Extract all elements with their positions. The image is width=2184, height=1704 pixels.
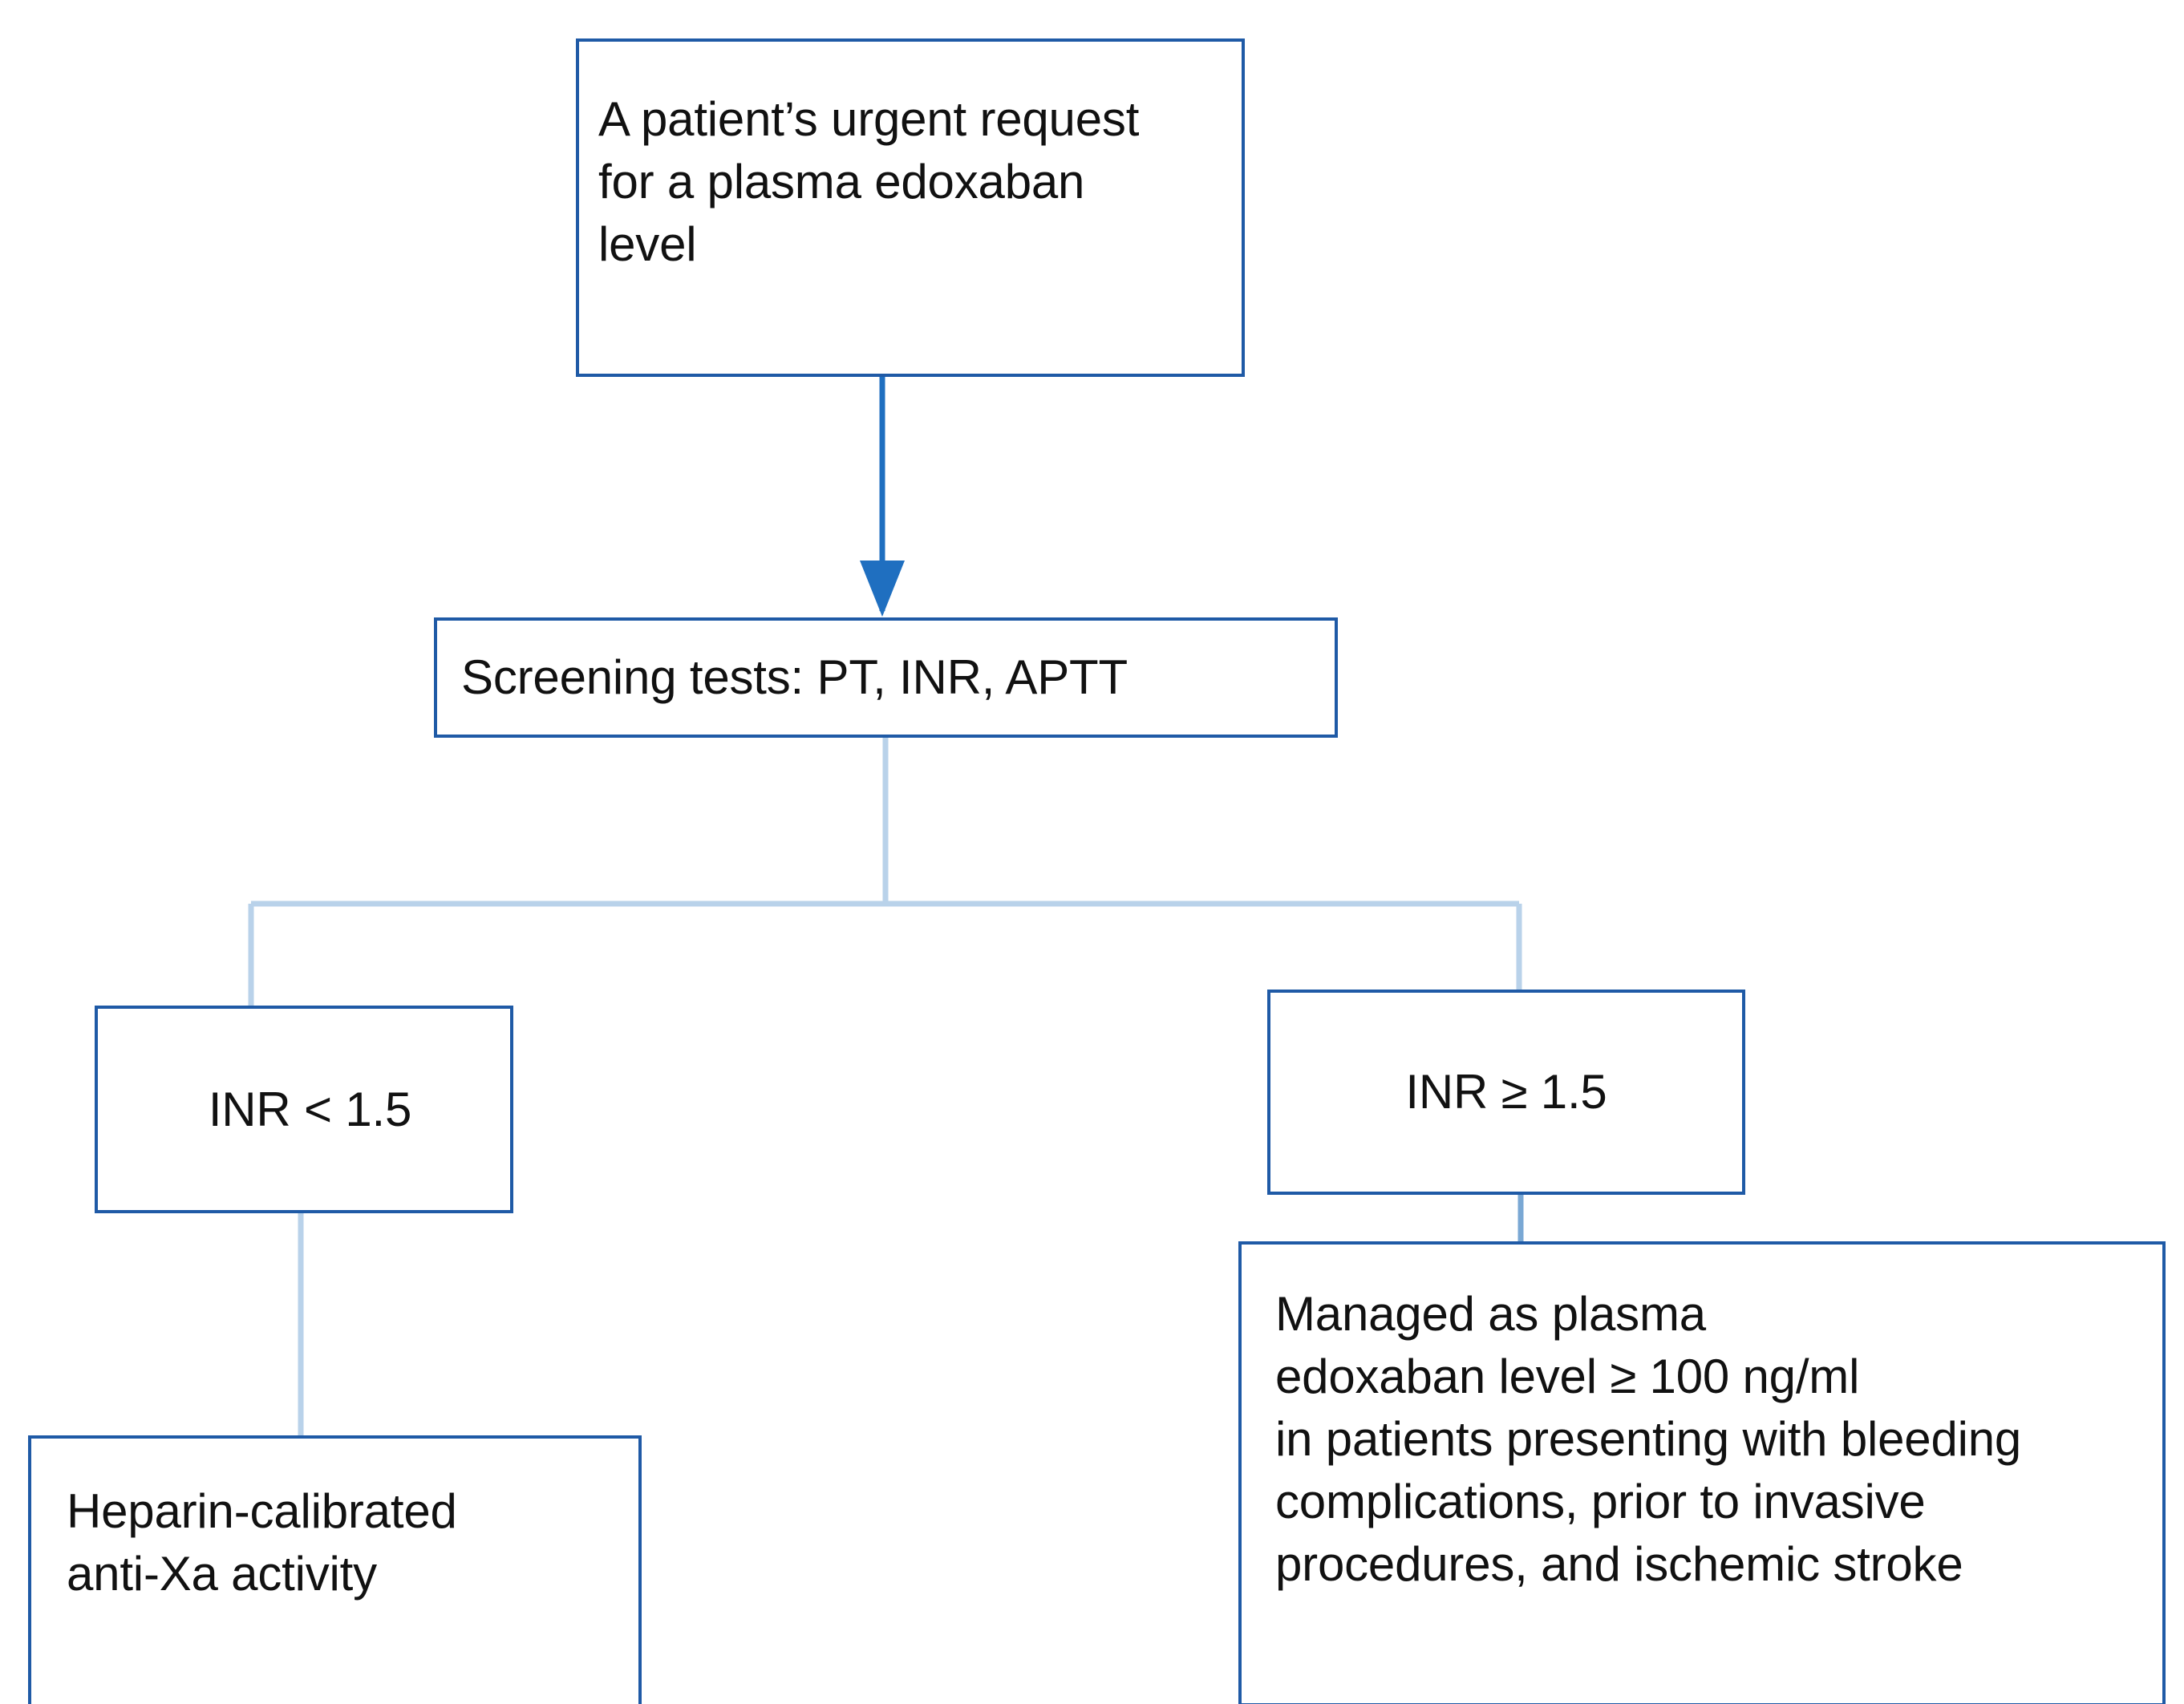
- patient-request-text: A patient’s urgent request for a plasma …: [598, 92, 1140, 271]
- inr-high-box: INR ≥ 1.5: [1267, 990, 1745, 1195]
- heparin-anti-xa-box: Heparin-calibrated anti-Xa activity: [28, 1435, 642, 1704]
- screening-tests-text: Screening tests: PT, INR, APTT: [461, 650, 1128, 704]
- heparin-anti-xa-text: Heparin-calibrated anti-Xa activity: [67, 1484, 457, 1601]
- patient-request-box: A patient’s urgent request for a plasma …: [576, 38, 1245, 377]
- inr-high-text: INR ≥ 1.5: [1405, 1065, 1607, 1119]
- screening-tests-box: Screening tests: PT, INR, APTT: [434, 617, 1338, 738]
- managed-as-plasma-box: Managed as plasma edoxaban level ≥ 100 n…: [1238, 1241, 2166, 1704]
- managed-as-plasma-text: Managed as plasma edoxaban level ≥ 100 n…: [1275, 1287, 2022, 1591]
- inr-low-text: INR < 1.5: [208, 1082, 412, 1136]
- inr-low-box: INR < 1.5: [95, 1006, 513, 1213]
